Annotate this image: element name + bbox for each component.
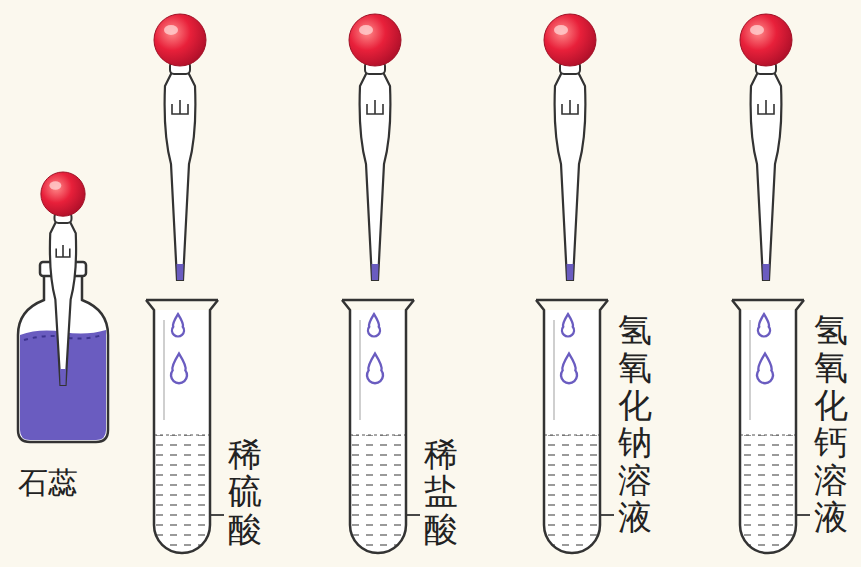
leader-line (210, 514, 224, 516)
bulb-highlight (359, 25, 373, 35)
dropper-glass (50, 221, 76, 385)
litmus-in-tip (177, 264, 184, 280)
rubber-bulb (41, 172, 85, 216)
litmus-in-tip (60, 369, 66, 385)
dropper-glass (360, 72, 391, 280)
test-tube (342, 300, 420, 553)
solution (740, 435, 796, 553)
litmus-in-tip (763, 264, 770, 280)
solution (154, 435, 210, 553)
solution (350, 435, 406, 553)
reagent-label: 稀硫酸 (228, 436, 262, 548)
bottle-dropper (41, 172, 85, 385)
indicator-label: 石蕊 (18, 466, 78, 499)
graduation-mark (172, 100, 188, 114)
litmus-drop (368, 314, 380, 336)
dropper-glass (165, 72, 196, 280)
tube-outline (732, 300, 804, 553)
litmus-drop (367, 354, 383, 384)
leader-line (406, 514, 420, 516)
dropper-glass (751, 72, 782, 280)
litmus-drop (171, 354, 187, 384)
glass-shine (163, 320, 165, 420)
graduation-mark (562, 100, 578, 114)
tube-rim (732, 299, 804, 302)
bulb-highlight (164, 25, 178, 35)
litmus-in-tip (567, 264, 574, 280)
tube-outline (146, 300, 218, 553)
litmus-drop (758, 314, 770, 336)
tube-rim (146, 299, 218, 302)
graduation-mark (758, 100, 774, 114)
tube-rim (536, 299, 608, 302)
dropper (154, 14, 206, 280)
graduation-mark (367, 100, 383, 114)
dropper (349, 14, 401, 280)
rubber-bulb (544, 14, 596, 66)
tube-rim (342, 299, 414, 302)
rubber-bulb (349, 14, 401, 66)
rubber-bulb (154, 14, 206, 66)
graduation-mark (56, 245, 70, 257)
glass-shine (553, 320, 555, 420)
glass-shine (749, 320, 751, 420)
reagent-label: 氢氧化钠溶液 (618, 312, 652, 536)
test-tube (536, 300, 614, 553)
bulb-highlight (554, 25, 568, 35)
bulb-highlight (49, 181, 61, 190)
rubber-bulb (740, 14, 792, 66)
bulb-highlight (750, 25, 764, 35)
glass-shine (359, 320, 361, 420)
reagent-label: 稀盐酸 (424, 436, 458, 548)
reagent-label: 氢氧化钙溶液 (814, 312, 848, 536)
dropper (740, 14, 792, 280)
litmus-in-tip (372, 264, 379, 280)
solution (544, 435, 600, 553)
test-tube (146, 300, 224, 553)
leader-line (600, 514, 614, 516)
litmus-drop (757, 354, 773, 384)
litmus-drop (562, 314, 574, 336)
leader-line (796, 514, 810, 516)
dropper-glass (555, 72, 586, 280)
tube-outline (536, 300, 608, 553)
test-tube (732, 300, 810, 553)
litmus-drop (172, 314, 184, 336)
litmus-drop (561, 354, 577, 384)
tube-outline (342, 300, 414, 553)
dropper (544, 14, 596, 280)
